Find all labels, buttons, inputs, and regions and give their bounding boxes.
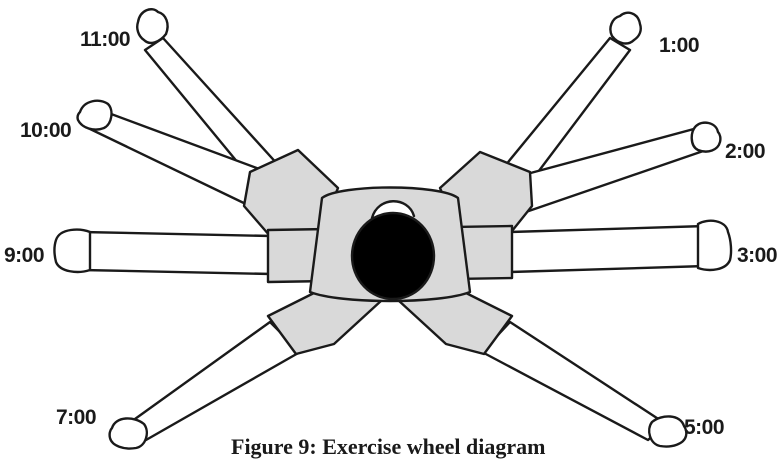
leg-5-oclock xyxy=(482,322,686,447)
figure-caption: Figure 9: Exercise wheel diagram xyxy=(231,434,545,460)
label-1-00: 1:00 xyxy=(659,34,699,58)
label-11-00: 11:00 xyxy=(80,28,130,52)
leg-7-oclock xyxy=(110,322,300,449)
leg-3-oclock xyxy=(510,221,731,272)
label-2-00: 2:00 xyxy=(725,140,765,164)
label-7-00: 7:00 xyxy=(56,406,96,430)
label-5-00: 5:00 xyxy=(684,416,724,440)
label-3-00: 3:00 xyxy=(737,244,777,268)
label-9-00: 9:00 xyxy=(4,244,44,268)
label-10-00: 10:00 xyxy=(20,119,71,143)
leg-9-oclock xyxy=(55,230,273,274)
